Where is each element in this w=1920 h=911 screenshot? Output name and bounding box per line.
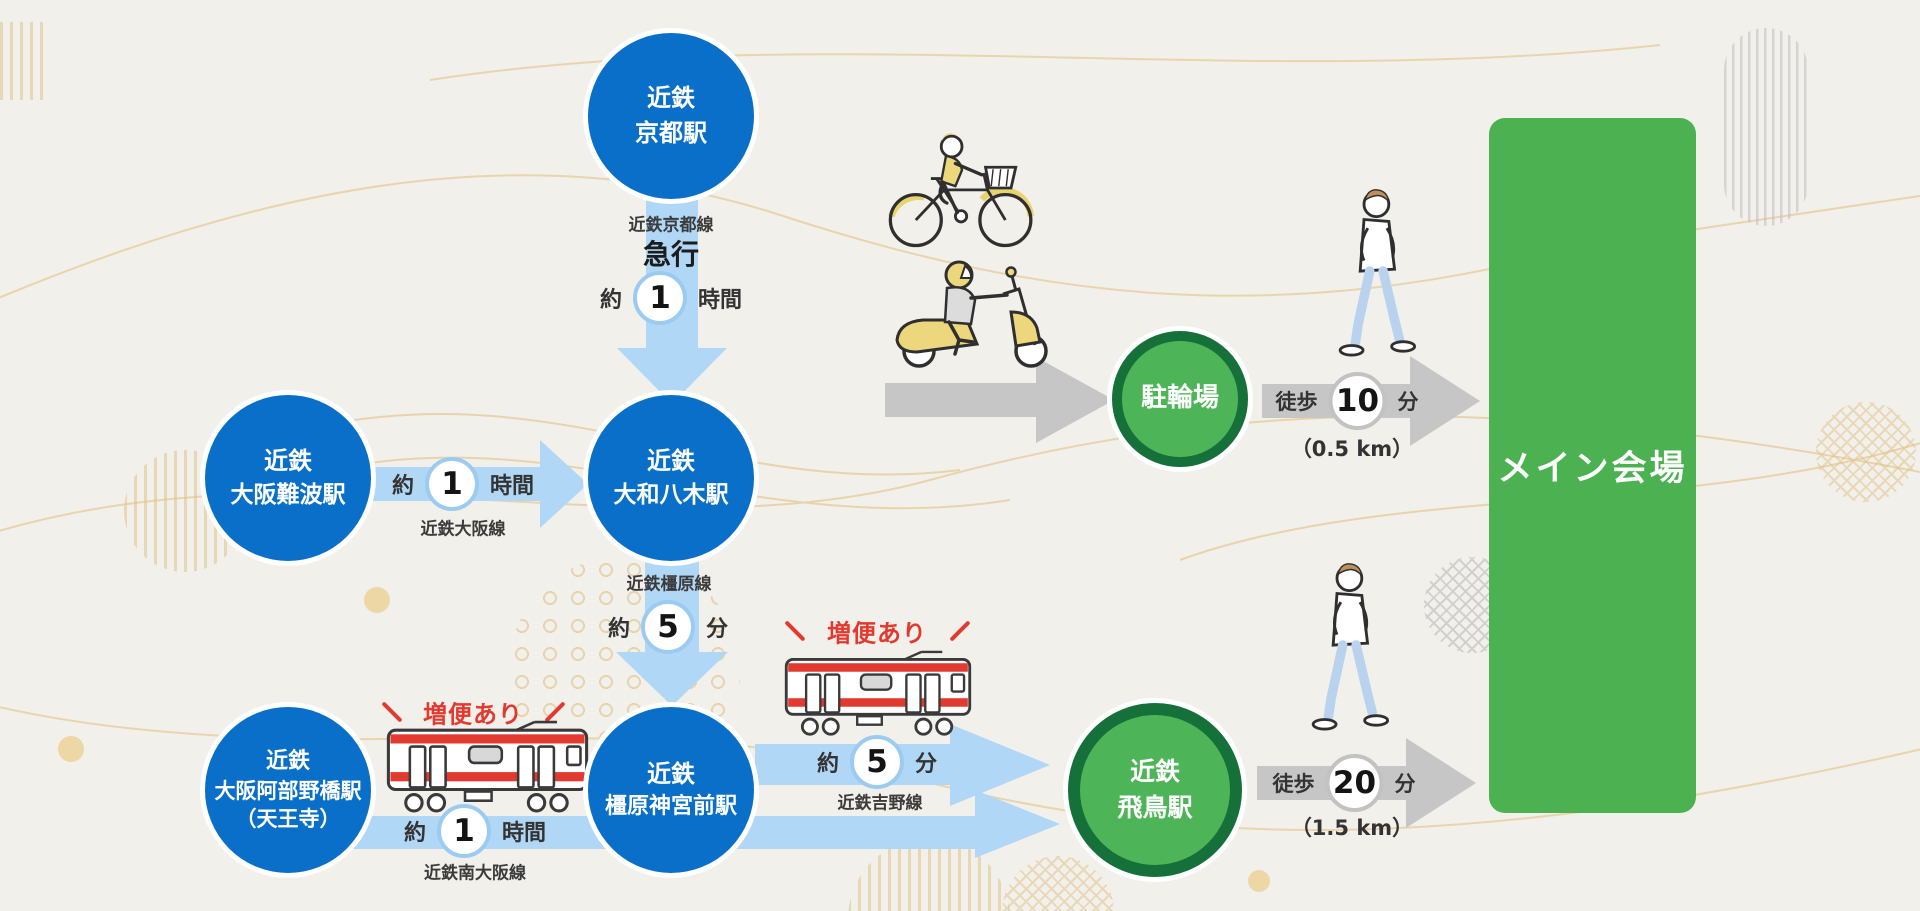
main-venue-label: メイン会場 [1497, 449, 1688, 489]
duration-badge: 1 [633, 271, 687, 325]
line-name-osaka-line: 近鉄大阪線 [420, 519, 506, 540]
notice-extra-service: 増便あり [423, 700, 523, 729]
duration-unit: 分 [706, 617, 729, 642]
bicycle-parking-inner: 駐輪場 [1122, 341, 1238, 457]
route-abenobashi-asuka-arrowhead [975, 790, 1060, 858]
station-yamato-yagi: 近鉄 大和八木駅 [583, 390, 759, 566]
walk-unit: 分 [1397, 390, 1419, 414]
walk-distance: （1.5 km） [1290, 816, 1414, 840]
station-label: （天王寺） [235, 806, 341, 831]
route-asuka-venue-arrowhead [1406, 738, 1476, 828]
route-namba-yagi-arrowhead [540, 440, 588, 528]
walk-parking-venue: 徒歩 10 分 [1276, 372, 1419, 430]
duration-prefix: 約 [599, 288, 622, 313]
line-name-kashihara-line: 近鉄橿原線 [626, 574, 712, 595]
train-icon [386, 720, 589, 813]
line-name-minami-osaka-line: 近鉄南大阪線 [424, 863, 526, 884]
duration-unit: 時間 [698, 288, 743, 313]
service-express-label: 急行 [642, 238, 700, 271]
station-label: 大和八木駅 [613, 481, 729, 508]
duration-unit: 時間 [502, 821, 547, 846]
duration-prefix: 約 [607, 617, 630, 642]
station-label: 飛鳥駅 [1117, 793, 1193, 822]
duration-unit: 分 [915, 752, 938, 777]
duration-kyoto-yagi: 約 1 時間 [600, 271, 742, 325]
dot-decoration [58, 736, 84, 762]
route-bike-parking-band [885, 383, 1040, 417]
main-venue-block: メイン会場 [1489, 118, 1696, 813]
pattern-blob [1724, 28, 1808, 226]
line-name-kyoto-line: 近鉄京都線 [628, 215, 714, 236]
station-label: 橿原神宮前駅 [604, 794, 737, 820]
station-label: 近鉄 [1129, 756, 1180, 786]
station-label: 京都駅 [635, 119, 707, 147]
duration-badge: 1 [425, 457, 479, 511]
station-kashiharajingu-mae: 近鉄 橿原神宮前駅 [583, 702, 759, 878]
train-icon [784, 650, 972, 736]
walk-badge: 10 [1328, 372, 1387, 430]
walker-icon [1311, 563, 1390, 731]
walk-asuka-venue: 徒歩 20 分 [1273, 754, 1416, 812]
duration-prefix: 約 [816, 752, 839, 777]
pattern-circle [1816, 402, 1916, 502]
walk-prefix: 徒歩 [1272, 772, 1315, 796]
duration-unit: 時間 [490, 474, 535, 499]
scooter-icon [895, 260, 1048, 368]
station-label: 近鉄 [264, 446, 312, 475]
walker-icon [1338, 189, 1417, 357]
duration-prefix: 約 [403, 821, 426, 846]
route-yagi-kashihara-arrowhead [616, 652, 728, 706]
station-label: 近鉄 [265, 748, 310, 774]
duration-yagi-kashihara: 約 5 分 [608, 600, 728, 654]
parking-label: 駐輪場 [1140, 383, 1219, 414]
station-label: 大阪阿部野橋駅 [214, 778, 362, 803]
line-name-yoshino-line: 近鉄吉野線 [837, 793, 923, 814]
duration-badge: 1 [437, 804, 491, 858]
walk-unit: 分 [1394, 772, 1416, 796]
station-label: 近鉄 [647, 759, 695, 788]
station-asuka: 近鉄 飛鳥駅 [1063, 698, 1247, 882]
walk-badge: 20 [1325, 754, 1384, 812]
walk-distance: （0.5 km） [1290, 437, 1414, 461]
bicycle-parking-node: 駐輪場 [1107, 326, 1253, 472]
station-osaka-namba: 近鉄 大阪難波駅 [200, 390, 376, 566]
duration-badge: 5 [641, 600, 695, 654]
route-bike-parking-arrowhead [1036, 357, 1114, 443]
duration-prefix: 約 [391, 474, 414, 499]
station-asuka-inner: 近鉄 飛鳥駅 [1080, 715, 1230, 865]
duration-namba-yagi: 約 1 時間 [392, 457, 534, 511]
dot-decoration [364, 587, 390, 613]
station-kintetsu-kyoto: 近鉄 京都駅 [583, 28, 759, 204]
pattern-stripes-corner [0, 22, 44, 100]
duration-kashihara-asuka: 約 5 分 [817, 735, 937, 789]
route-parking-venue-arrowhead [1410, 356, 1480, 446]
duration-abenobashi-asuka: 約 1 時間 [404, 804, 546, 858]
dot-decoration [1248, 870, 1270, 892]
bicycle-icon [888, 133, 1035, 248]
station-osaka-abenobashi: 近鉄 大阪阿部野橋駅 （天王寺） [200, 702, 376, 878]
notice-extra-service: 増便あり [827, 619, 927, 648]
station-label: 近鉄 [647, 84, 695, 113]
duration-badge: 5 [850, 735, 904, 789]
station-label: 近鉄 [647, 446, 695, 475]
station-label: 大阪難波駅 [230, 481, 346, 508]
walk-prefix: 徒歩 [1275, 390, 1318, 414]
